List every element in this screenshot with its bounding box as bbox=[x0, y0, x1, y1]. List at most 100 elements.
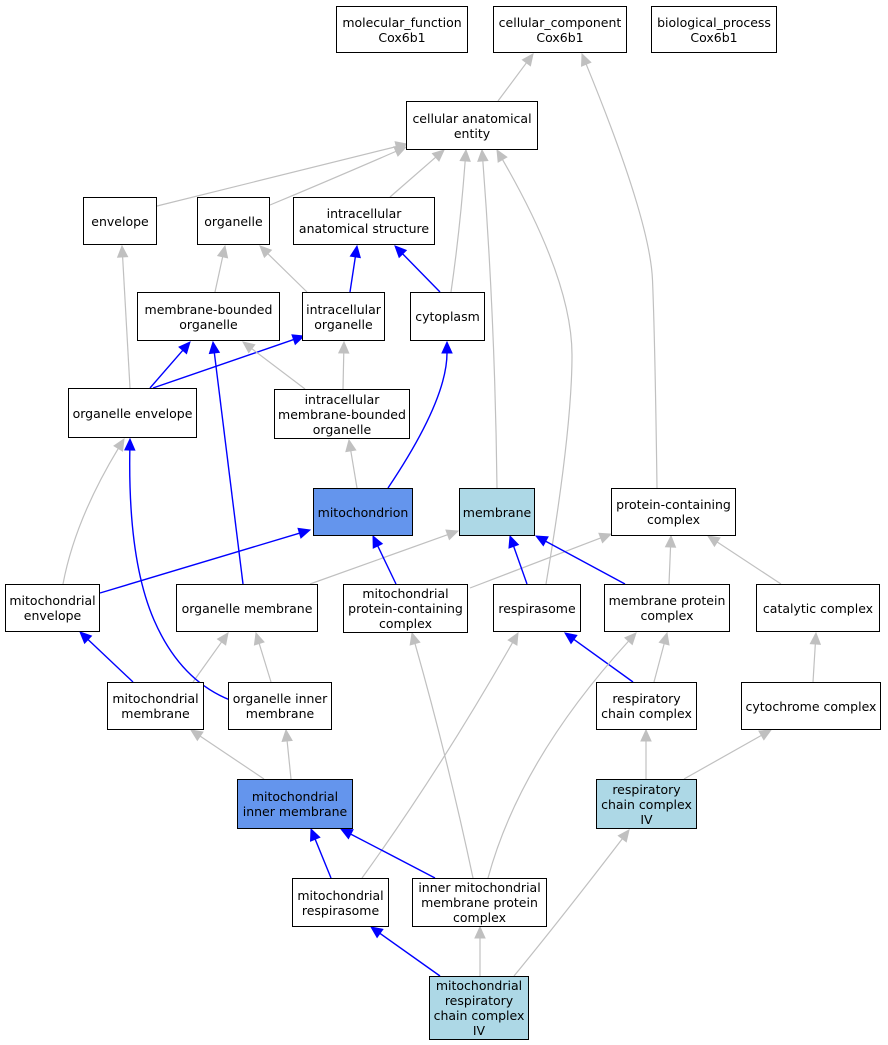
term-node-mf: molecular_function Cox6b1 bbox=[336, 6, 468, 53]
edge-arrowhead-13 bbox=[178, 341, 191, 355]
edge-membrane-to-cae bbox=[482, 160, 498, 489]
term-node-mim: mitochondrial inner membrane bbox=[237, 779, 353, 829]
edge-mresp-to-resp bbox=[361, 642, 514, 879]
edge-arrowhead-36 bbox=[189, 729, 204, 742]
term-node-cc: cellular_component Cox6b1 bbox=[493, 6, 627, 53]
edge-menv-to-oe bbox=[62, 448, 119, 585]
edge-arrowhead-15 bbox=[242, 341, 256, 354]
term-node-membrane: membrane bbox=[459, 488, 535, 536]
term-node-io: intracellular organelle bbox=[302, 292, 385, 341]
edge-mim-to-oim bbox=[286, 740, 292, 780]
edge-arrowhead-11 bbox=[394, 245, 408, 259]
edge-arrowhead-7 bbox=[496, 148, 508, 163]
term-node-mm: mitochondrial membrane bbox=[107, 682, 204, 730]
edge-imc-to-mpc bbox=[487, 640, 630, 879]
term-node-mrcc4: mitochondrial respiratory chain complex … bbox=[429, 976, 529, 1040]
edge-arrowhead-8 bbox=[216, 244, 229, 259]
edge-oim-to-oe bbox=[129, 449, 231, 701]
edge-cytoplasm-to-ias bbox=[402, 253, 441, 293]
term-node-mpc: membrane protein complex bbox=[604, 584, 730, 632]
term-node-om: organelle membrane bbox=[176, 584, 318, 632]
edge-mim-to-mm bbox=[199, 735, 265, 780]
edge-arrowhead-29 bbox=[79, 631, 93, 645]
term-node-organelle: organelle bbox=[197, 197, 270, 245]
edge-mrcc4-to-rcc4 bbox=[513, 838, 623, 977]
edge-mpc-to-pcc bbox=[668, 546, 672, 585]
term-node-bp: biological_process Cox6b1 bbox=[651, 6, 777, 53]
term-node-mbo: membrane-bounded organelle bbox=[137, 292, 280, 341]
term-node-menv: mitochondrial envelope bbox=[5, 584, 100, 632]
edge-arrowhead-24 bbox=[598, 532, 613, 544]
edge-mresp-to-mim bbox=[314, 838, 332, 879]
edge-rcc-to-mpc bbox=[653, 643, 665, 683]
edge-mito-to-imbo bbox=[350, 450, 358, 489]
edge-arrowhead-6 bbox=[477, 148, 489, 162]
edge-resp-to-membrane bbox=[513, 546, 528, 585]
edge-arrowhead-5 bbox=[459, 148, 471, 162]
edge-arrowhead-0 bbox=[521, 53, 534, 67]
edge-rcc-to-resp bbox=[573, 638, 634, 683]
term-node-imbo: intracellular membrane-bounded organelle bbox=[274, 389, 410, 439]
edge-mpcc-to-mito bbox=[377, 545, 397, 585]
edge-envelope-to-cae bbox=[156, 146, 397, 207]
edge-arrowhead-32 bbox=[124, 437, 136, 451]
edge-oim-to-om bbox=[258, 643, 272, 683]
edge-arrowhead-18 bbox=[441, 340, 453, 354]
edge-arrowhead-1 bbox=[581, 52, 592, 67]
edge-imc-to-mpcc bbox=[414, 643, 474, 879]
edge-arrowhead-4 bbox=[431, 149, 445, 162]
edge-arrowhead-26 bbox=[534, 535, 549, 547]
edge-arrowhead-28 bbox=[706, 535, 721, 548]
edge-cytoplasm-to-cae bbox=[450, 160, 466, 293]
edge-organelle-to-cae bbox=[269, 150, 397, 206]
edge-arrowhead-40 bbox=[309, 827, 321, 842]
edge-arrowhead-47 bbox=[617, 829, 630, 843]
edge-arrowhead-19 bbox=[113, 437, 125, 452]
edge-arrowhead-10 bbox=[349, 244, 361, 259]
edge-arrowhead-22 bbox=[445, 529, 460, 541]
edge-oe-to-io bbox=[152, 338, 294, 389]
term-node-cat: catalytic complex bbox=[756, 584, 880, 632]
term-node-pcc: protein-containing complex bbox=[611, 488, 736, 536]
edge-arrowhead-25 bbox=[508, 534, 520, 549]
edge-pcc-to-cc bbox=[585, 63, 658, 489]
term-node-oim: organelle inner membrane bbox=[228, 682, 332, 730]
edge-mpcc-to-pcc bbox=[469, 537, 601, 589]
term-node-rcc: respiratory chain complex bbox=[596, 682, 697, 730]
edge-mito-to-cytoplasm bbox=[387, 352, 448, 489]
term-node-mpcc: mitochondrial protein-containing complex bbox=[343, 584, 468, 633]
edge-oe-to-mbo bbox=[149, 349, 184, 389]
edge-arrowhead-17 bbox=[345, 438, 357, 453]
edge-mm-to-menv bbox=[87, 639, 134, 683]
edge-io-to-organelle bbox=[267, 253, 308, 293]
edge-arrowhead-23 bbox=[372, 534, 384, 549]
edge-arrowhead-43 bbox=[409, 631, 421, 646]
edge-cae-to-cc bbox=[497, 62, 527, 102]
term-node-cyt: cytochrome complex bbox=[741, 682, 881, 730]
edge-arrowhead-37 bbox=[281, 728, 293, 743]
term-node-mresp: mitochondrial respirasome bbox=[292, 878, 389, 927]
edge-arrowhead-30 bbox=[216, 632, 229, 646]
term-node-rcc4: respiratory chain complex IV bbox=[596, 779, 697, 829]
edge-imbo-to-mbo bbox=[251, 348, 306, 390]
edge-arrowhead-27 bbox=[664, 534, 677, 548]
edge-mm-to-om bbox=[192, 641, 223, 683]
edge-menv-to-mito bbox=[99, 532, 300, 594]
edge-arrowhead-34 bbox=[658, 631, 670, 646]
edge-cat-to-pcc bbox=[716, 541, 782, 585]
edge-om-to-mbo bbox=[213, 352, 244, 585]
edge-cyt-to-cat bbox=[812, 643, 816, 683]
edge-io-to-ias bbox=[349, 256, 357, 293]
term-node-oe: organelle envelope bbox=[68, 388, 197, 438]
edge-arrowhead-20 bbox=[297, 527, 312, 539]
edge-arrowhead-35 bbox=[809, 631, 822, 645]
edge-arrowhead-12 bbox=[116, 244, 129, 258]
edge-ias-to-cae bbox=[389, 156, 437, 198]
edge-arrowhead-38 bbox=[640, 728, 652, 742]
edge-arrowhead-31 bbox=[253, 631, 265, 646]
edge-arrowhead-45 bbox=[370, 926, 384, 939]
edge-oe-to-envelope bbox=[122, 256, 131, 389]
edge-arrowhead-41 bbox=[507, 631, 519, 646]
edge-arrowhead-16 bbox=[337, 340, 350, 354]
